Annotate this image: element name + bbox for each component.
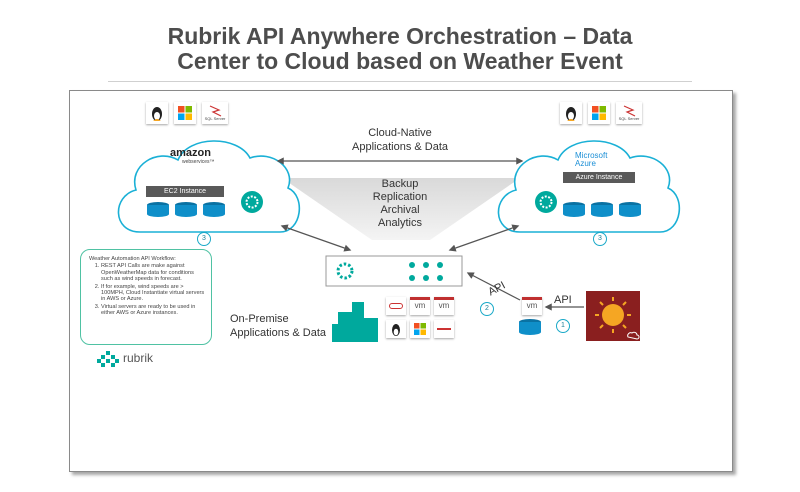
- building-icon: [332, 302, 378, 342]
- title-line-2: Center to Cloud based on Weather Event: [177, 48, 623, 74]
- vm-icon: vm: [522, 297, 542, 315]
- on-premise-line1: On-Premise: [230, 313, 289, 325]
- oracle-icon: [434, 320, 454, 338]
- rubrik-appliance: [325, 255, 463, 287]
- windows-icon: [588, 102, 610, 124]
- linux-icon: [560, 102, 582, 124]
- step-3-azure-badge: 3: [593, 232, 607, 246]
- title-divider: [108, 81, 692, 82]
- step-3-aws-badge: 3: [197, 232, 211, 246]
- workflow-step-2: If for example, wind speeds are > 100MPH…: [101, 284, 205, 303]
- aws-brand-name: amazon: [170, 147, 211, 159]
- aws-brand-sub: webservices™: [182, 159, 215, 165]
- windows-icon: [410, 320, 430, 338]
- ec2-instance-label: EC2 Instance: [146, 186, 224, 197]
- step-1-badge: 1: [556, 319, 570, 333]
- cloud-native-label: Cloud-Native Applications & Data: [328, 126, 472, 154]
- azure-brand-line2: Azure: [575, 159, 596, 168]
- data-flow-funnel: [282, 178, 520, 240]
- archival-label: Archival: [380, 204, 420, 216]
- sql-server-label: SQL Server: [204, 116, 226, 121]
- api-arrow-vm-to-appliance: [466, 272, 521, 301]
- workflow-step-3: Virtual servers are ready to be used in …: [101, 304, 205, 317]
- api-label-horizontal: API: [554, 294, 572, 306]
- data-services-label: Backup Replication Archival Analytics: [340, 178, 460, 230]
- vm-icon: vm: [410, 297, 430, 315]
- windows-icon: [174, 102, 196, 124]
- azure-logo: Microsoft Azure: [575, 152, 635, 168]
- vm-icon: vm: [434, 297, 454, 315]
- oracle-icon: [386, 297, 406, 315]
- on-premise-line2: Applications & Data: [230, 327, 326, 339]
- workflow-step-1: REST API Calls are make against OpenWeat…: [101, 263, 205, 282]
- rubrik-badge-azure: [535, 191, 557, 213]
- sql-server-icon: SQL Server: [616, 102, 642, 124]
- vm-label: vm: [438, 301, 450, 310]
- vm-label: vm: [414, 301, 426, 310]
- aws-to-onprem-arrow: [280, 224, 352, 252]
- linux-icon: [146, 102, 168, 124]
- workflow-callout: Weather Automation API Workflow: REST AP…: [80, 249, 212, 345]
- replication-label: Replication: [372, 191, 428, 203]
- rubrik-logo-icon: [97, 351, 119, 367]
- rubrik-badge-aws: [241, 191, 263, 213]
- azure-to-onprem-arrow: [448, 224, 520, 252]
- azure-disks: [563, 202, 641, 217]
- cloud-native-line2: Applications & Data: [352, 141, 448, 153]
- on-premise-label: On-Premise Applications & Data: [230, 312, 330, 340]
- vm-label: vm: [526, 301, 538, 310]
- linux-icon: [386, 320, 406, 338]
- sql-server-icon: SQL Server: [202, 102, 228, 124]
- title-line-1: Rubrik API Anywhere Orchestration – Data: [167, 23, 633, 49]
- backup-label: Backup: [381, 178, 419, 190]
- aws-disks: [147, 202, 225, 217]
- cloud-native-line1: Cloud-Native: [368, 127, 432, 139]
- azure-instance-label: Azure Instance: [563, 172, 635, 183]
- workflow-heading: Weather Automation API Workflow:: [89, 256, 176, 262]
- aws-logo: amazon webservices™: [170, 147, 240, 166]
- analytics-label: Analytics: [377, 217, 423, 229]
- weather-app-icon: [586, 291, 640, 341]
- vm-disk: [519, 319, 541, 335]
- page-title: Rubrik API Anywhere Orchestration – Data…: [0, 24, 800, 74]
- azure-brand-line1: Microsoft: [575, 151, 608, 160]
- workflow-steps: REST API Calls are make against OpenWeat…: [89, 263, 205, 316]
- step-2-badge: 2: [480, 302, 494, 316]
- sql-server-label: SQL Server: [618, 116, 640, 121]
- rubrik-logo-text: rubrik: [123, 351, 154, 365]
